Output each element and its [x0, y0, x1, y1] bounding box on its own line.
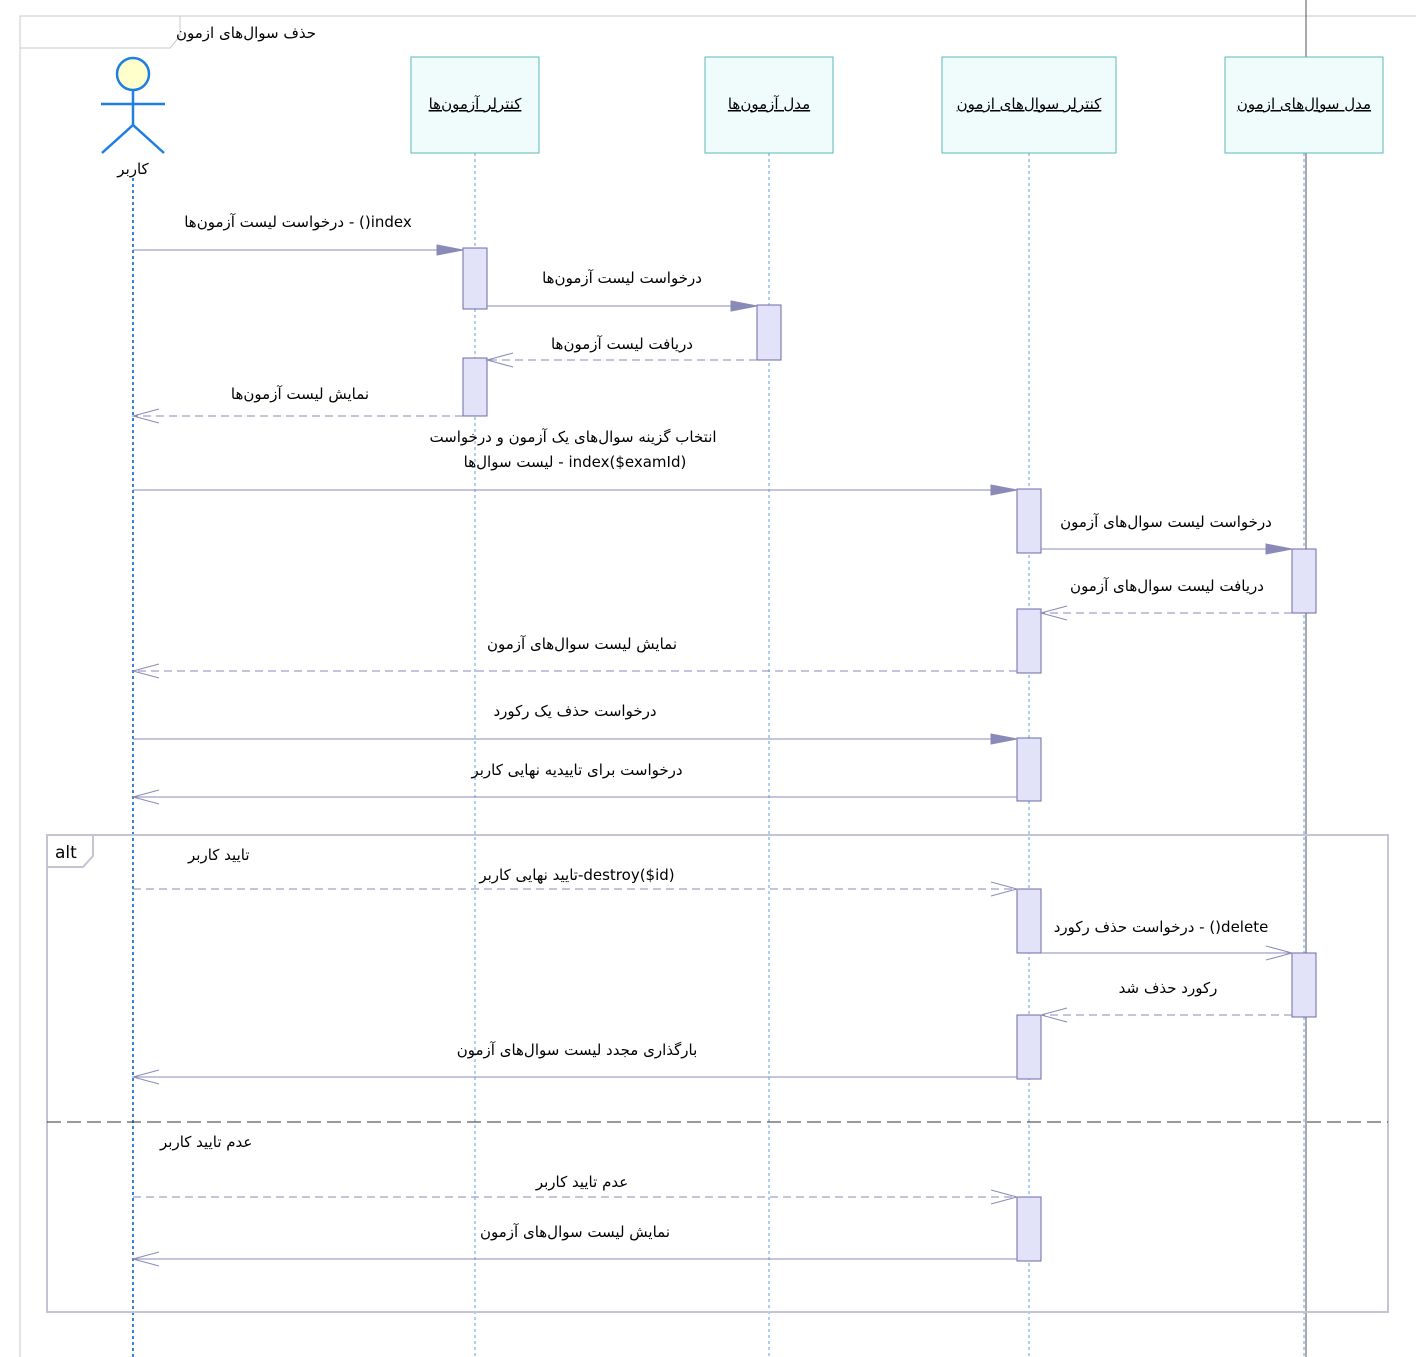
- actor-leg-right: [132, 124, 165, 154]
- participant-label: مدل آزمون‌ها: [728, 95, 810, 113]
- diagram-title: حذف سوال‌های ازمون: [176, 24, 316, 42]
- diagram-title-tab: [19, 15, 181, 49]
- message-arrowhead-5: [990, 484, 1018, 496]
- message-label: رکورد حذف شد: [1119, 979, 1218, 997]
- message-arrowhead-9: [990, 733, 1018, 745]
- message-label: index($examId) - لیست سوال‌ها: [464, 453, 687, 471]
- message-label: نمایش لیست سوال‌های آزمون: [480, 1223, 670, 1241]
- activation-bar: [462, 247, 488, 310]
- message-label: delete() - درخواست حذف رکورد: [1054, 918, 1269, 936]
- message-label: بارگذاری مجدد لیست سوال‌های آزمون: [457, 1041, 698, 1059]
- alt-guard-confirm: تایید کاربر: [187, 846, 250, 864]
- actor-leg-left: [101, 124, 134, 154]
- participant-label: کنترلر آزمون‌ها: [429, 95, 523, 113]
- message-arrowhead-16: [131, 1251, 160, 1267]
- alt-operator: alt: [55, 843, 77, 863]
- participant-question-model: [1224, 56, 1384, 154]
- message-label: نمایش لیست آزمون‌ها: [231, 385, 369, 403]
- participant-exam-model: [704, 56, 834, 154]
- activation-bar: [1016, 1014, 1042, 1080]
- message-label: درخواست حذف یک رکورد: [493, 702, 656, 720]
- message-arrowhead-11: [990, 881, 1019, 897]
- message-arrowhead-6: [1265, 543, 1293, 555]
- message-arrowhead-3: [485, 352, 514, 368]
- message-label: نمایش لیست سوال‌های آزمون: [487, 635, 677, 653]
- activation-bar: [1016, 888, 1042, 954]
- message-label: عدم تایید کاربر: [535, 1173, 628, 1191]
- message-label: درخواست لیست آزمون‌ها: [542, 269, 702, 287]
- activation-bar: [1291, 548, 1317, 614]
- participant-label: کنترلر سوال‌های ازمون: [957, 95, 1103, 113]
- message-arrowhead-8: [131, 663, 160, 679]
- message-label: درخواست برای تاییدیه نهایی کاربر: [470, 761, 682, 779]
- activation-bar: [1016, 737, 1042, 802]
- message-arrowhead-15: [990, 1189, 1019, 1205]
- actor-label: کاربر: [116, 160, 149, 178]
- message-label: index() - درخواست لیست آزمون‌ها: [184, 213, 412, 231]
- activation-bar: [1016, 488, 1042, 554]
- participant-label: مدل سوال‌های ازمون: [1237, 95, 1371, 113]
- message-arrowhead-13: [1039, 1007, 1068, 1023]
- message-arrowhead-4: [131, 408, 160, 424]
- message-arrowhead-14: [131, 1069, 160, 1085]
- alt-fragment-tab: [46, 834, 94, 868]
- activation-bar: [1291, 952, 1317, 1018]
- message-arrowhead-1: [436, 244, 464, 256]
- diagram-frame: [19, 15, 1416, 1357]
- participant-question-controller: [941, 56, 1117, 154]
- activation-bar: [1016, 1196, 1042, 1262]
- message-label: دریافت لیست آزمون‌ها: [551, 335, 693, 353]
- participant-exam-controller: [410, 56, 540, 154]
- alt-guard-reject: عدم تایید کاربر: [159, 1133, 252, 1151]
- actor-head: [115, 56, 151, 92]
- activation-bar: [756, 304, 782, 361]
- messages-layer: [131, 244, 1294, 1267]
- message-arrowhead-7: [1039, 605, 1068, 621]
- message-label: درخواست لیست سوال‌های آزمون: [1060, 513, 1272, 531]
- actor-figure: [101, 56, 165, 154]
- message-label: دریافت لیست سوال‌های آزمون: [1070, 577, 1264, 595]
- activation-bar: [1016, 608, 1042, 674]
- alt-fragment: [46, 834, 1389, 1313]
- message-arrowhead-2: [730, 300, 758, 312]
- message-label: انتخاب گزینه سوال‌های یک آزمون و درخواست: [429, 428, 716, 446]
- message-label: destroy($id)-تایید نهایی کاربر: [478, 866, 674, 884]
- message-arrowhead-10: [131, 789, 160, 805]
- activation-bar: [462, 357, 488, 417]
- message-arrowhead-12: [1265, 945, 1294, 961]
